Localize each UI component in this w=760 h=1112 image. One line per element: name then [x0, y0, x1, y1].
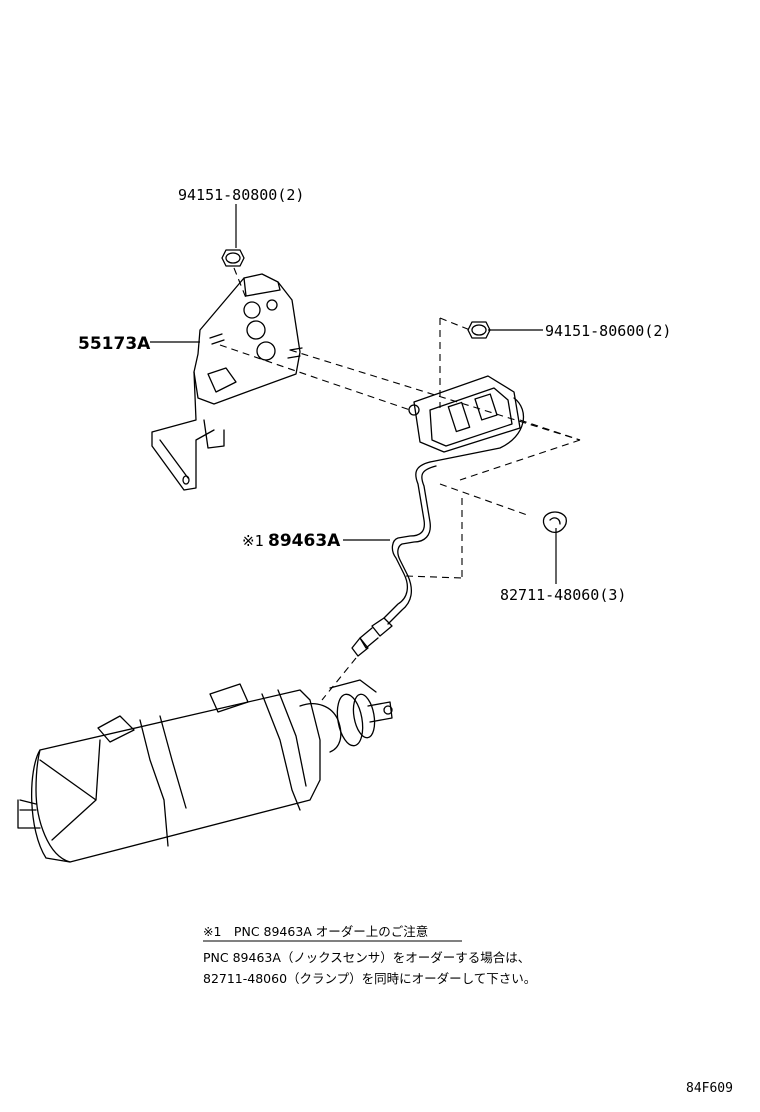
clamp [542, 511, 567, 533]
note-line-1: PNC 89463A（ノックスセンサ）をオーダーする場合は、 [203, 950, 530, 965]
callout-bolt-top: 94151-80800(2) [178, 186, 304, 204]
bolt-right [439, 317, 491, 408]
nox-sensor [321, 461, 531, 701]
callout-sensor: 89463A [268, 531, 341, 551]
diagram-code: 84F609 [686, 1081, 733, 1096]
exhaust-converter [17, 679, 393, 863]
bracket-assembly [151, 273, 581, 491]
order-note: ※1 PNC 89463A オーダー上のご注意 PNC 89463A（ノックスセ… [203, 924, 536, 986]
callout-bracket: 55173A [78, 334, 151, 354]
callout-bolt-right: 94151-80600(2) [545, 322, 671, 340]
note-heading: ※1 PNC 89463A オーダー上のご注意 [203, 924, 428, 939]
note-line-2: 82711-48060（クランプ）を同時にオーダーして下さい。 [203, 971, 536, 986]
callout-sensor-mark: ※1 [242, 532, 264, 550]
sensor-control-unit [408, 375, 581, 481]
callout-clamp: 82711-48060(3) [500, 586, 626, 604]
leader-lines [150, 204, 557, 584]
